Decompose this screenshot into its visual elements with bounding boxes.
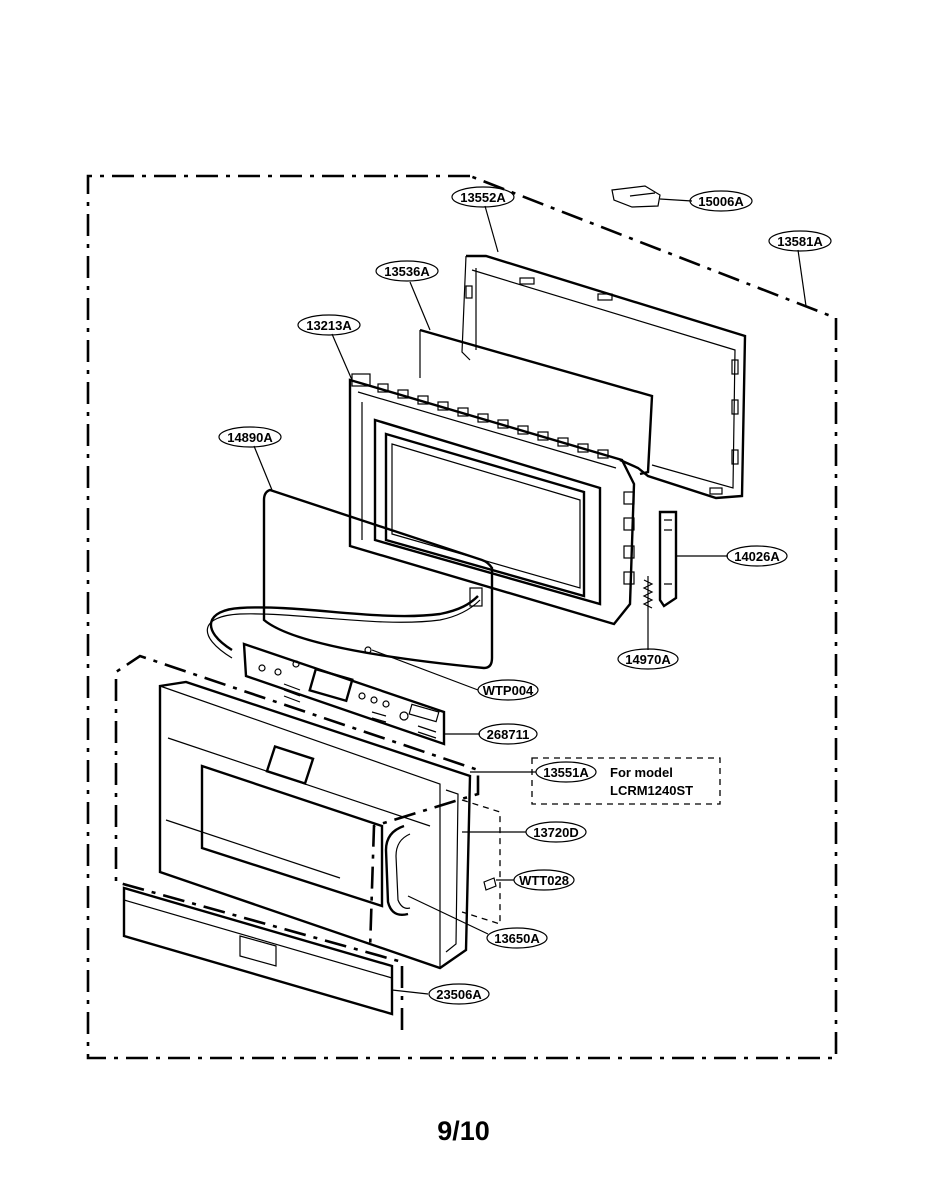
callouts: 15006A 13552A 13581A 13536A 13213A 14890… — [218, 186, 832, 1005]
callout-label: WTP004 — [483, 683, 534, 698]
callout-23506A: 23506A — [428, 983, 490, 1005]
part-spring-14970A — [642, 576, 654, 612]
assembly-boundary — [86, 174, 838, 1060]
callout-14970A: 14970A — [617, 648, 679, 670]
callout-WTP004: WTP004 — [477, 679, 539, 701]
callout-15006A: 15006A — [689, 190, 753, 212]
part-bracket-14026A — [658, 510, 678, 608]
model-note-box: For model LCRM1240ST — [531, 757, 721, 805]
part-pcb-268711 — [242, 642, 446, 746]
part-door-frame-13552A — [461, 254, 747, 500]
page-number: 9/10 — [437, 1116, 490, 1146]
part-inner-door-13213A — [348, 373, 636, 626]
leader-lines — [253, 198, 807, 995]
callout-13552A: 13552A — [451, 186, 515, 208]
callout-label: 13536A — [384, 264, 430, 279]
part-clip-15006A — [611, 185, 661, 208]
callout-label: WTT028 — [519, 873, 569, 888]
callout-268711: 268711 — [478, 723, 538, 745]
callout-13650A: 13650A — [486, 927, 548, 949]
callout-label: 13213A — [306, 318, 352, 333]
part-screw-WTP004 — [364, 646, 372, 654]
part-door-13720D — [158, 680, 472, 970]
callout-13581A: 13581A — [768, 230, 832, 252]
callout-label: 13720D — [533, 825, 579, 840]
callout-13213A: 13213A — [297, 314, 361, 336]
model-note-line1: For model — [610, 765, 673, 780]
part-panel-13536A — [419, 328, 654, 476]
callout-label: 14970A — [625, 652, 671, 667]
callout-label: 13581A — [777, 234, 823, 249]
callout-label: 13552A — [460, 190, 506, 205]
callout-label: 15006A — [698, 194, 744, 209]
part-screw-WTT028 — [483, 877, 497, 891]
callout-13536A: 13536A — [375, 260, 439, 282]
part-trim-23506A — [122, 886, 394, 1016]
callout-13551A: 13551A — [535, 761, 597, 783]
wire-harness — [206, 587, 483, 659]
part-handle-13650A — [384, 824, 411, 916]
callout-label: 14026A — [734, 549, 780, 564]
callout-label: 268711 — [487, 727, 530, 742]
callout-14890A: 14890A — [218, 426, 282, 448]
callout-label: 14890A — [227, 430, 273, 445]
callout-14026A: 14026A — [726, 545, 788, 567]
callout-WTT028: WTT028 — [513, 869, 575, 891]
callout-label: 13551A — [543, 765, 589, 780]
part-cover-14890A — [262, 488, 494, 670]
model-note-line2: LCRM1240ST — [610, 783, 693, 798]
front-group-boundary — [114, 654, 480, 1030]
callout-label: 23506A — [436, 987, 482, 1002]
callout-13720D: 13720D — [525, 821, 587, 843]
callout-label: 13650A — [494, 931, 540, 946]
